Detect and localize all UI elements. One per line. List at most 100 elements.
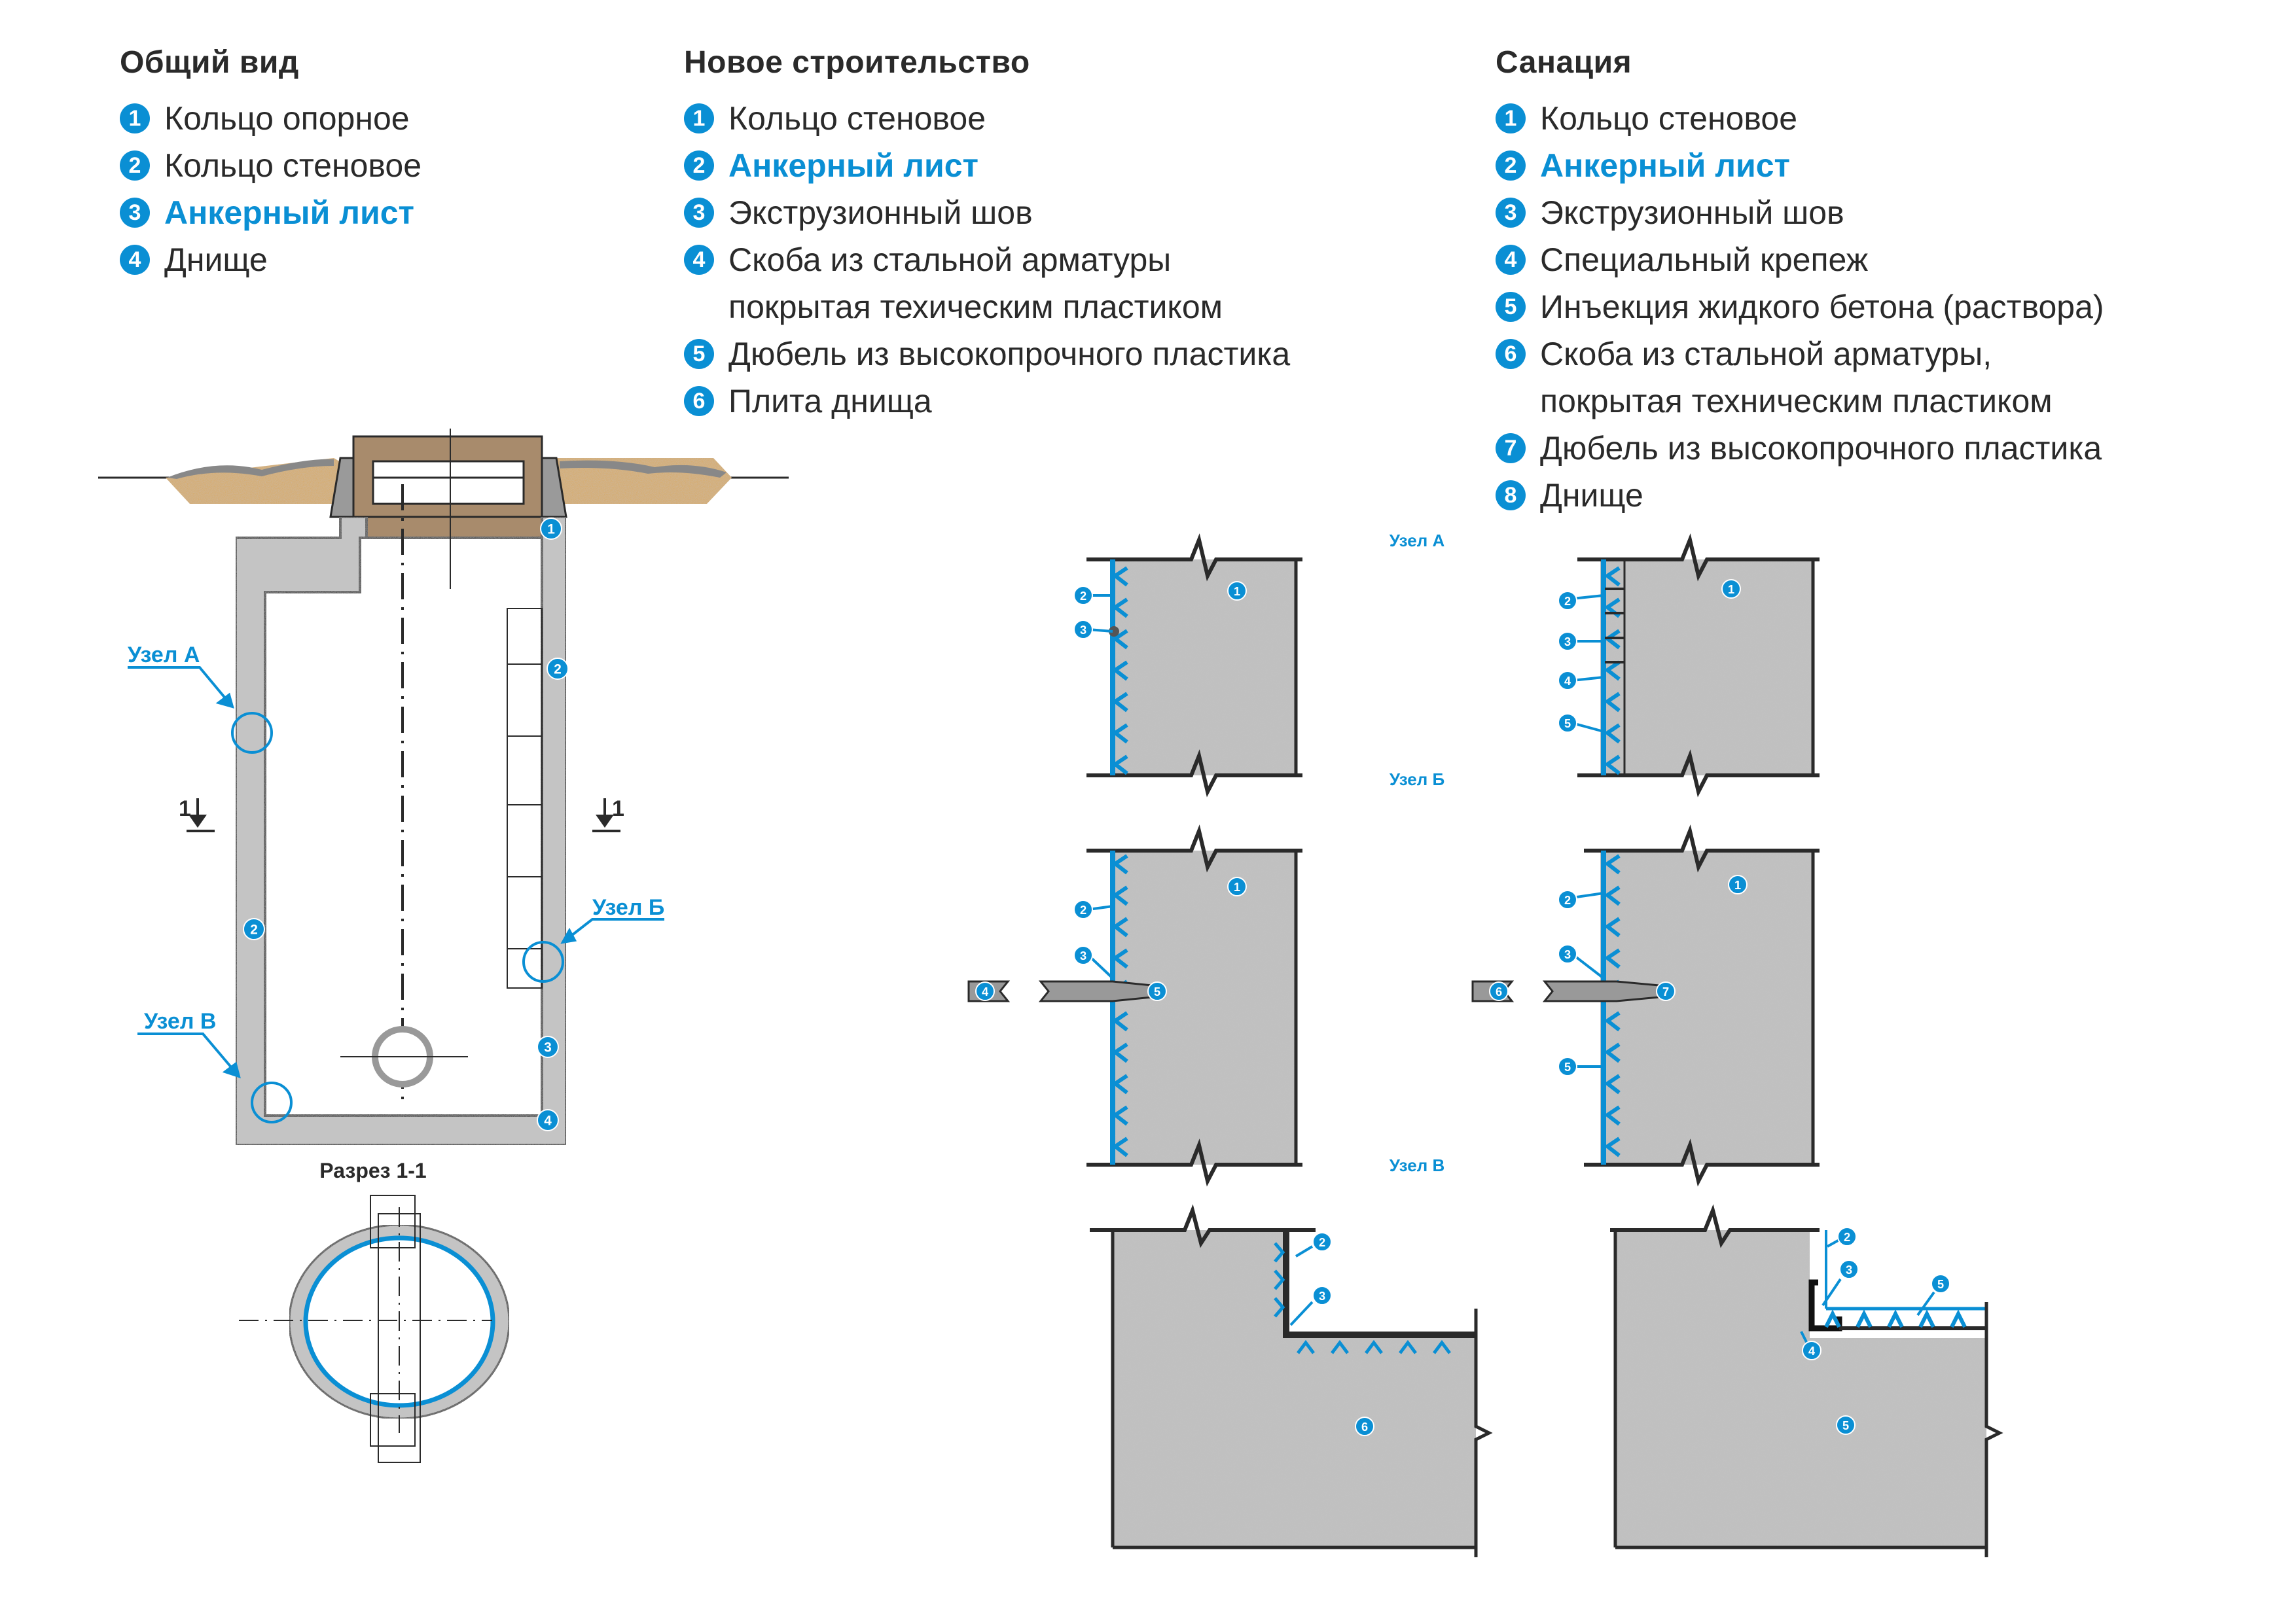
svg-text:1: 1 <box>179 796 191 821</box>
detail-node-b-title: Узел Б <box>1390 769 1444 789</box>
anchor-rib <box>1111 1105 1128 1126</box>
leader-line <box>1571 722 1604 733</box>
number-badge-icon: 2 <box>684 150 714 181</box>
number-badge-icon: 2 <box>120 150 150 181</box>
leader-line <box>1916 1291 1935 1316</box>
svg-text:7: 7 <box>1662 985 1669 998</box>
detail-node-v-title: Узел В <box>1390 1156 1444 1175</box>
svg-text:1: 1 <box>547 522 555 537</box>
number-badge-icon: 1 <box>120 103 150 133</box>
anchor-rib <box>1604 566 1621 587</box>
anchor-rib <box>1604 885 1621 906</box>
svg-text:1: 1 <box>1234 585 1240 598</box>
section-title: Разрез 1-1 <box>319 1159 426 1182</box>
number-badge-icon: 7 <box>1496 433 1526 463</box>
dowel <box>1038 980 1153 1002</box>
leader-line <box>1289 1301 1314 1326</box>
number-badge-icon: 4 <box>684 245 714 275</box>
anchor-rib <box>1111 1042 1128 1063</box>
number-badge-icon: 6 <box>1496 339 1526 369</box>
badge: 3 <box>1839 1260 1859 1279</box>
svg-text:3: 3 <box>1319 1290 1325 1303</box>
anchor-rib <box>1604 1074 1621 1095</box>
svg-text:1: 1 <box>1728 583 1734 596</box>
badge: 3 <box>1558 631 1577 651</box>
node-b-marker[interactable] <box>522 941 564 983</box>
legend-title: Санация <box>1496 45 1632 80</box>
anchor-rib <box>1111 566 1128 587</box>
badge: 3 <box>1558 944 1577 964</box>
legend-item-text: Анкерный лист <box>164 194 415 231</box>
number-badge-icon: 2 <box>1496 150 1526 181</box>
dowel <box>1542 980 1660 1002</box>
number-badge-icon: 5 <box>1496 292 1526 322</box>
leader-line <box>1571 676 1604 682</box>
badge: 4 <box>1558 671 1577 690</box>
badge: 7 <box>1656 981 1676 1001</box>
svg-text:5: 5 <box>1564 717 1571 730</box>
legend-item-text: Анкерный лист <box>728 147 979 184</box>
badge: 2 <box>1558 890 1577 909</box>
legend-new-construction: Новое строительство 1 Кольцо стеновое 2 Анк… <box>684 44 1290 425</box>
section-mark-right: 1 <box>592 796 624 832</box>
anchor-rib <box>1604 692 1621 713</box>
anchor-rib <box>1604 948 1621 969</box>
badge: 2 <box>1312 1232 1332 1252</box>
badge: 3 <box>1073 620 1093 639</box>
number-badge-icon: 8 <box>1496 480 1526 510</box>
number-badge-icon: 4 <box>120 245 150 275</box>
anchor-rib <box>1111 723 1128 744</box>
anchor-rib <box>1111 1011 1128 1032</box>
section-1-1: Разрез 1-1 <box>239 1159 511 1463</box>
number-badge-icon: 5 <box>684 339 714 369</box>
badge-wall-ring: 2 <box>243 918 265 940</box>
node-a-marker[interactable] <box>231 712 273 754</box>
well-wall <box>234 516 567 1146</box>
leader-line <box>1827 1239 1840 1248</box>
badge: 2 <box>1073 900 1093 919</box>
legend-title: Новое строительство <box>684 45 1030 80</box>
badge: 6 <box>1355 1417 1374 1436</box>
legend-item-text: Скоба из стальной арматуры, покрытая тех… <box>1540 336 2053 419</box>
svg-text:4: 4 <box>1564 675 1571 688</box>
badge: 5 <box>1147 981 1167 1001</box>
badge: 3 <box>1073 945 1093 965</box>
badge: 3 <box>1312 1286 1332 1305</box>
badge: 1 <box>1721 579 1741 599</box>
legend-item: 2 Анкерный лист <box>684 142 1290 189</box>
anchor-rib <box>1604 660 1621 681</box>
svg-text:1: 1 <box>1234 881 1240 894</box>
anchor-rib <box>1111 754 1128 775</box>
legend-item-text: Кольцо стеновое <box>728 100 986 137</box>
node-v-marker[interactable] <box>251 1082 293 1123</box>
anchor-rib <box>1111 1137 1128 1157</box>
number-badge-icon: 6 <box>684 386 714 416</box>
ladder <box>507 608 543 989</box>
node-b-label: Узел Б <box>592 895 664 920</box>
anchor-rib <box>1111 885 1128 906</box>
leader-line <box>1295 1245 1314 1258</box>
number-badge-icon: 4 <box>1496 245 1526 275</box>
legend-item-text: Кольцо опорное <box>164 100 410 137</box>
number-badge-icon: 1 <box>684 103 714 133</box>
anchor-rib <box>1111 917 1128 938</box>
leader-line <box>1821 1278 1842 1307</box>
badge: 1 <box>1728 875 1748 894</box>
anchor-rib <box>1604 917 1621 938</box>
section-mark-left: 1 <box>179 796 215 832</box>
legend-item-text: Плита днища <box>728 383 932 419</box>
badge-support-ring: 1 <box>540 518 562 540</box>
legend-item-text: Специальный крепеж <box>1540 241 1869 278</box>
